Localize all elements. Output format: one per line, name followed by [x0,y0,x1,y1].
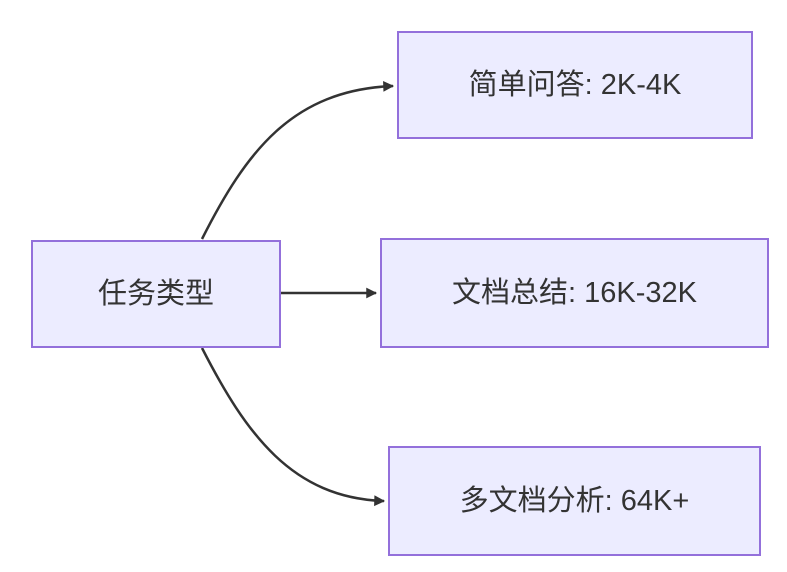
node-multi-doc: 多文档分析: 64K+ [388,446,761,556]
node-doc-summary: 文档总结: 16K-32K [380,238,769,348]
edge-root-to-multi-doc [200,347,386,507]
node-simple-qa-label: 简单问答: 2K-4K [468,68,682,101]
node-task-type: 任务类型 [31,240,281,348]
edge-root-to-simple-qa [200,80,395,240]
node-simple-qa: 简单问答: 2K-4K [397,31,753,139]
node-doc-summary-label: 文档总结: 16K-32K [452,276,697,309]
node-task-type-label: 任务类型 [97,277,214,310]
node-multi-doc-label: 多文档分析: 64K+ [459,484,690,517]
